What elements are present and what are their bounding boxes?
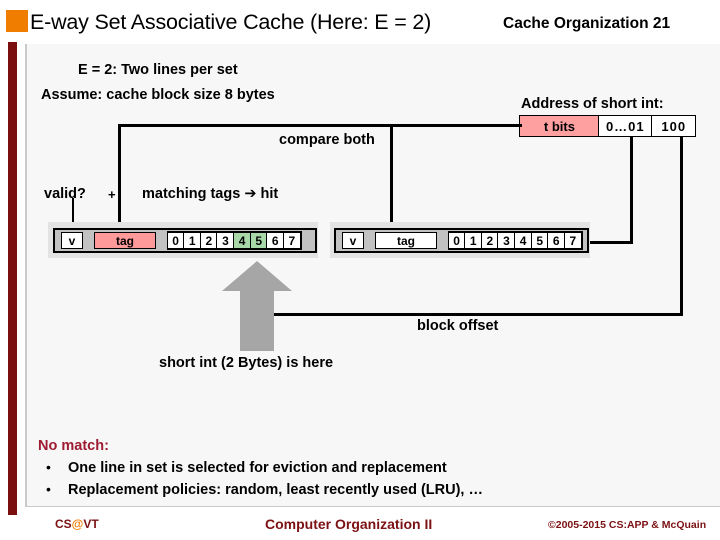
cache-line-2: v tag 0 1 2 3 4 5 6 7: [334, 228, 589, 253]
byte-cells-1: 0 1 2 3 4 5 6 7: [166, 231, 302, 250]
page-title: E-way Set Associative Cache (Here: E = 2…: [30, 10, 432, 34]
matching-tags-label: matching tags ➔ hit: [142, 186, 279, 202]
assumption-line-1: E = 2: Two lines per set: [78, 62, 238, 78]
no-match-heading: No match:: [38, 438, 109, 454]
connector-setindex-horizontal: [578, 241, 633, 244]
slide-subtitle: Cache Organization 21: [503, 15, 671, 32]
compare-both-label: compare both: [279, 132, 375, 148]
connector-blockoffset-horizontal: [263, 313, 683, 316]
connector-compare-vertical: [390, 124, 393, 230]
byte-cell: 2: [199, 232, 218, 249]
byte-cell: 3: [497, 232, 516, 249]
tag-field-2: tag: [375, 232, 437, 249]
address-label: Address of short int:: [521, 96, 664, 112]
bullet-dot-icon: •: [46, 481, 51, 497]
connector-blockoffset-vertical: [680, 137, 683, 315]
footer-divider: [25, 506, 720, 507]
byte-cell: 1: [464, 232, 483, 249]
byte-cell: 7: [563, 232, 582, 249]
address-field-tag-bits: t bits: [519, 115, 600, 137]
byte-cell: 1: [183, 232, 202, 249]
byte-cell-highlighted: 5: [249, 232, 268, 249]
arrow-shaft: [240, 290, 274, 351]
byte-cell: 5: [530, 232, 549, 249]
byte-cell-highlighted: 4: [233, 232, 252, 249]
byte-cell: 7: [282, 232, 301, 249]
bullet-dot-icon: •: [46, 459, 51, 475]
footer-brand-post: VT: [83, 517, 99, 531]
short-int-up-arrow-icon: [222, 261, 292, 351]
byte-cell: 6: [547, 232, 566, 249]
byte-cell: 0: [166, 232, 185, 249]
connector-tbits-horizontal: [118, 124, 522, 127]
footer-copyright: ©2005-2015 CS:APP & McQuain: [548, 519, 707, 531]
byte-cell: 6: [266, 232, 285, 249]
footer-brand: CS@VT: [55, 517, 99, 531]
left-accent-bar: [8, 42, 17, 515]
connector-left-vertical: [118, 124, 121, 230]
valid-bit-1: v: [61, 232, 83, 249]
address-field-block-offset: 100: [651, 115, 697, 137]
orange-accent-square: [6, 10, 28, 32]
no-match-bullet-2: Replacement policies: random, least rece…: [68, 482, 483, 498]
byte-cell: 4: [514, 232, 533, 249]
cache-line-1: v tag 0 1 2 3 4 5 6 7: [53, 228, 317, 253]
arrow-head: [222, 261, 292, 291]
connector-setindex-vertical: [630, 137, 633, 243]
address-field-row: t bits 0…01 100: [519, 115, 697, 137]
assumption-line-2: Assume: cache block size 8 bytes: [41, 87, 275, 103]
content-panel: [25, 44, 720, 506]
valid-label: valid?: [44, 186, 86, 202]
valid-bit-2: v: [342, 232, 364, 249]
byte-cell: 3: [216, 232, 235, 249]
short-int-label: short int (2 Bytes) is here: [159, 355, 334, 371]
footer-course-title: Computer Organization II: [265, 516, 433, 532]
address-field-set-index: 0…01: [597, 115, 653, 137]
footer-brand-at: @: [71, 517, 84, 531]
byte-cell: 2: [480, 232, 499, 249]
footer-brand-pre: CS: [55, 517, 72, 531]
connector-valid-vertical: [72, 198, 74, 230]
block-offset-label: block offset: [417, 318, 499, 334]
tag-field-1: tag: [94, 232, 156, 249]
plus-label: +: [108, 187, 116, 202]
byte-cell: 0: [447, 232, 466, 249]
no-match-bullet-1: One line in set is selected for eviction…: [68, 460, 447, 476]
byte-cells-2: 0 1 2 3 4 5 6 7: [447, 231, 583, 250]
